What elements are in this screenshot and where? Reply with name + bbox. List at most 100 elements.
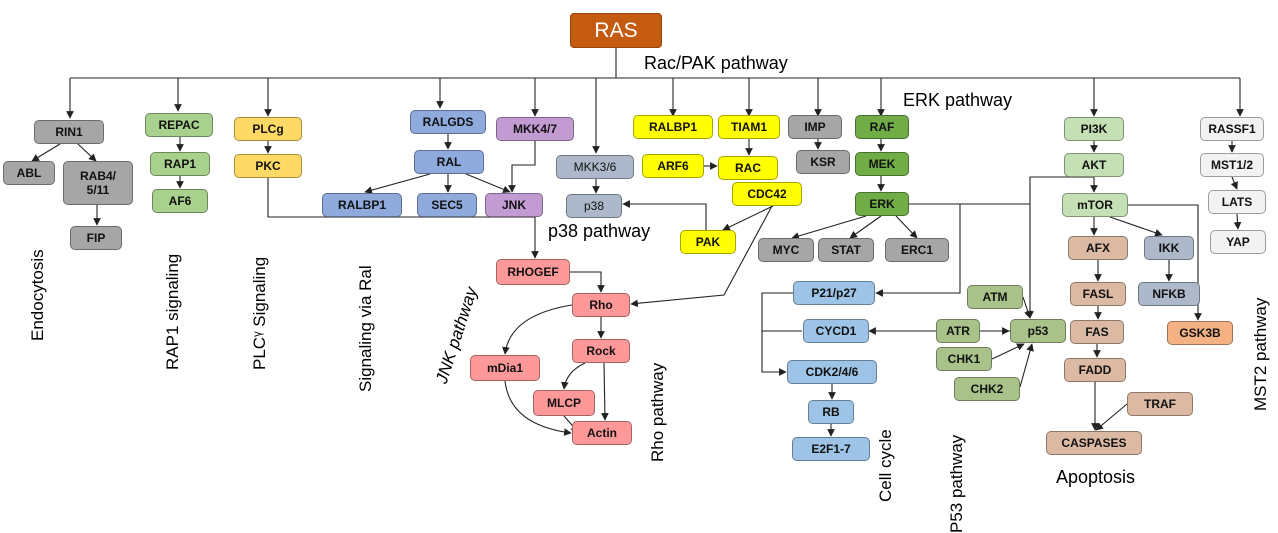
label-racpak-pathway: Rac/PAK pathway	[644, 53, 788, 73]
node-myc: MYC	[758, 238, 814, 262]
label-rap1-signaling: RAP1 signaling	[163, 253, 182, 370]
node-raf: RAF	[855, 115, 909, 139]
node-mdia1: mDia1	[470, 355, 540, 381]
node-actin: Actin	[572, 421, 632, 445]
node-chk2: CHK2	[954, 377, 1020, 401]
node-atr: ATR	[936, 319, 980, 343]
node-mkk36: MKK3/6	[556, 155, 634, 179]
node-fasl: FASL	[1070, 282, 1126, 306]
connector	[1230, 176, 1238, 190]
node-akt: AKT	[1064, 153, 1124, 177]
mtor-to-gsk3b	[1128, 204, 1202, 321]
node-ralbp1b: RALBP1	[633, 115, 713, 139]
node-chk1: CHK1	[936, 347, 992, 371]
node-ral: RAL	[414, 150, 484, 174]
node-erk: ERK	[855, 192, 909, 216]
node-sec5: SEC5	[417, 193, 477, 217]
node-yap: YAP	[1210, 230, 1266, 254]
connector	[31, 143, 61, 162]
node-pi3k: PI3K	[1064, 117, 1124, 141]
node-erc1: ERC1	[885, 238, 949, 262]
node-p38: p38	[566, 194, 622, 218]
connector	[895, 215, 918, 239]
node-ralbp1a: RALBP1	[322, 193, 402, 217]
connector	[77, 143, 97, 162]
node-cdk: CDK2/4/6	[787, 360, 877, 384]
connector	[1029, 176, 1094, 204]
pak-to-p38	[622, 200, 707, 234]
node-abl: ABL	[3, 161, 55, 185]
node-gsk3b: GSK3B	[1167, 321, 1233, 345]
node-ikk: IKK	[1144, 236, 1194, 260]
node-mek: MEK	[855, 152, 909, 176]
node-mkk47: MKK4/7	[496, 117, 574, 141]
node-ras: RAS	[570, 13, 662, 48]
label-cell-cycle: Cell cycle	[876, 429, 895, 502]
node-rap1: RAP1	[150, 152, 210, 176]
node-ksr: KSR	[796, 150, 850, 174]
node-fip: FIP	[70, 226, 122, 250]
connector	[508, 141, 536, 193]
label-endocytosis: Endocytosis	[28, 249, 47, 341]
node-plcg: PLCg	[234, 117, 302, 141]
connector	[502, 304, 573, 355]
connector	[560, 362, 586, 390]
connector	[791, 215, 867, 240]
label-rho-pathway: Rho pathway	[648, 362, 667, 462]
pkc-to-rhogef	[267, 178, 539, 259]
node-ralgds: RALGDS	[410, 110, 486, 134]
label-p38-pathway: p38 pathway	[548, 221, 651, 241]
connector	[761, 292, 793, 376]
node-mst12: MST1/2	[1200, 153, 1264, 177]
node-rassf1: RASSF1	[1200, 117, 1264, 141]
connector	[364, 173, 431, 194]
label-plc-signaling: PLCᵞ Signaling	[250, 256, 269, 370]
erk-to-p21	[875, 204, 961, 297]
label-p53-pathway: P53 pathway	[947, 434, 966, 533]
node-pak: PAK	[680, 230, 736, 254]
node-rhogef: RHOGEF	[496, 259, 570, 285]
node-p21: P21/p27	[793, 281, 875, 305]
connector	[1022, 296, 1032, 319]
node-af6: AF6	[152, 189, 208, 213]
label-ral-signaling: Signaling via Ral	[356, 265, 375, 392]
connector	[849, 215, 882, 239]
node-jnk: JNK	[485, 193, 543, 217]
node-fas: FAS	[1070, 320, 1124, 344]
node-tiam1: TIAM1	[718, 115, 780, 139]
node-pkc: PKC	[234, 154, 302, 178]
connector	[1109, 216, 1163, 237]
label-apoptosis: Apoptosis	[1056, 467, 1136, 487]
node-rb: RB	[808, 400, 854, 424]
node-e2f: E2F1-7	[792, 437, 870, 461]
node-afx: AFX	[1068, 236, 1128, 260]
node-atm: ATM	[967, 285, 1023, 309]
label-erk-pathway: ERK pathway	[903, 90, 1013, 110]
node-cdc42: CDC42	[732, 182, 802, 206]
node-arf6: ARF6	[642, 154, 704, 178]
node-caspases: CASPASES	[1046, 431, 1142, 455]
connector	[601, 362, 609, 421]
node-p53: p53	[1010, 319, 1066, 343]
node-rock: Rock	[572, 339, 630, 363]
node-stat: STAT	[818, 238, 874, 262]
connector	[1095, 403, 1128, 431]
node-imp: IMP	[788, 115, 842, 139]
node-traf: TRAF	[1127, 392, 1193, 416]
node-rin1: RIN1	[34, 120, 104, 144]
connector	[991, 343, 1025, 360]
node-nfkb: NFKB	[1138, 282, 1200, 306]
node-rho: Rho	[572, 293, 630, 317]
connector	[465, 173, 511, 193]
label-mst2-pathway: MST2 pathway	[1251, 297, 1270, 411]
connector	[1019, 343, 1034, 388]
connector	[570, 271, 605, 293]
node-fadd: FADD	[1064, 358, 1126, 382]
node-rac: RAC	[718, 156, 778, 180]
node-mlcp: MLCP	[533, 390, 595, 416]
node-cycd1: CYCD1	[803, 319, 869, 343]
node-lats: LATS	[1208, 190, 1266, 214]
node-mtor: mTOR	[1062, 193, 1128, 217]
